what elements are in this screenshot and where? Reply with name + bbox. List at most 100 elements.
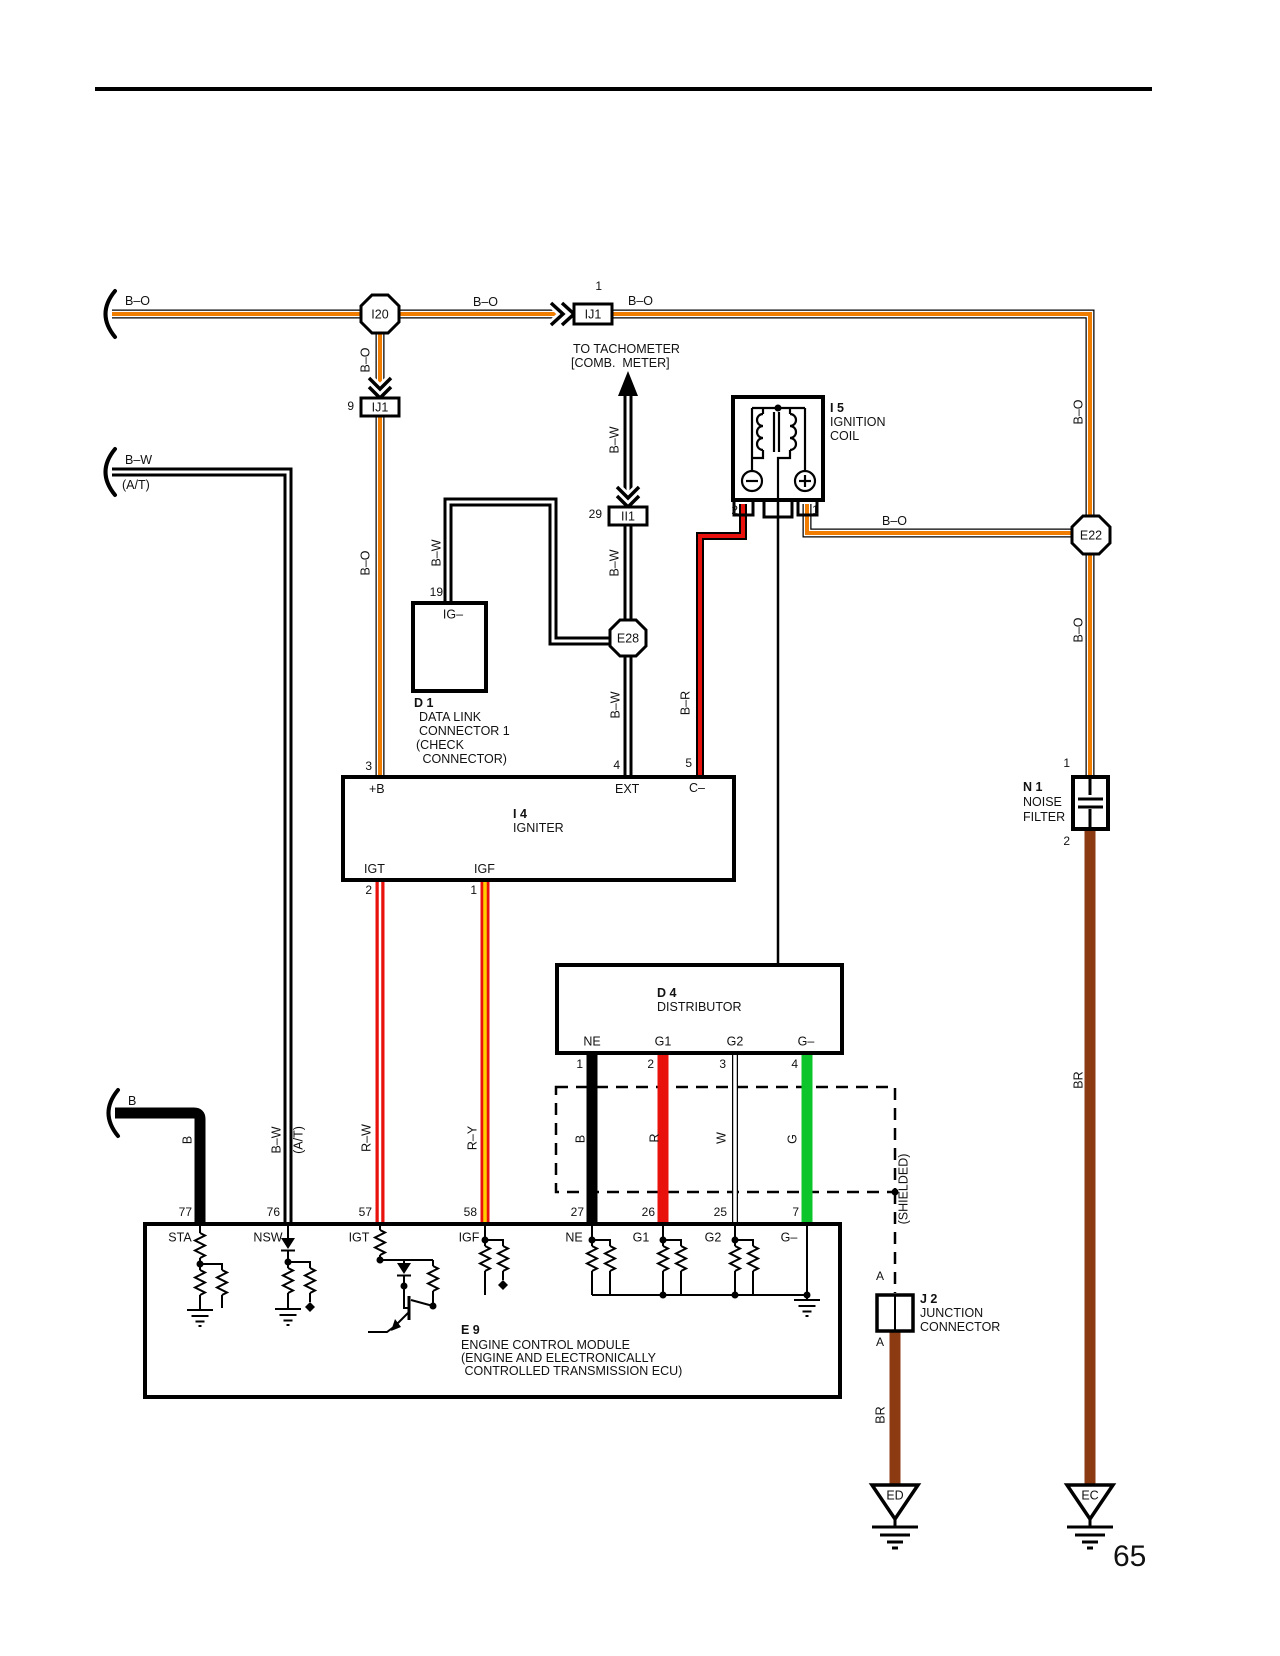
- ecm-terminal-igt: IGT: [348, 1230, 370, 1245]
- ecm-id: E 9: [461, 1323, 480, 1337]
- noise-filter-box: [1071, 775, 1110, 831]
- connector-e22-label: E22: [1079, 528, 1103, 543]
- connector-i20: [359, 293, 401, 335]
- ignition-coil-id: I 5: [830, 401, 844, 415]
- ecm-terminal-nsw: NSW: [253, 1230, 283, 1245]
- connector-i20-label: I20: [371, 307, 389, 322]
- igniter-terminal-ext: EXT: [615, 782, 640, 796]
- ignition-coil-name: COIL: [830, 429, 860, 443]
- harness-break-marks: [103, 289, 120, 1138]
- pin-number: 7: [792, 1205, 799, 1219]
- connector-e28: [608, 618, 648, 658]
- pin-number: 2: [647, 1057, 654, 1071]
- tachometer-note: TO TACHOMETER: [573, 342, 680, 356]
- ground-ec-label: EC: [1081, 1488, 1099, 1503]
- pin-number: 29: [588, 507, 602, 521]
- wire-label-bw: B–W: [608, 691, 623, 719]
- junction-connector-name: JUNCTION: [920, 1306, 984, 1320]
- distributor-name: DISTRIBUTOR: [657, 1000, 742, 1014]
- wire-label-bo: B–O: [358, 550, 373, 576]
- ecm-name: ENGINE CONTROL MODULE: [461, 1338, 631, 1352]
- shielded-note: (SHIELDED): [896, 1153, 911, 1225]
- pin-number: 2: [365, 883, 372, 897]
- wire-b-sta: [115, 1107, 206, 1224]
- wire-label-bo: B–O: [125, 294, 151, 308]
- igniter-name: IGNITER: [513, 821, 564, 835]
- pin-number: 9: [347, 399, 354, 413]
- pin-number: 58: [463, 1205, 477, 1219]
- coil-top-junction-dot: [774, 404, 782, 412]
- dlc1-name: CONNECTOR 1: [419, 724, 510, 738]
- wire-label-bw: B–W: [125, 453, 153, 467]
- ecm-name: (ENGINE AND ELECTRONICALLY: [461, 1351, 656, 1365]
- junction-connector-box: [875, 1293, 915, 1333]
- wire-label-bo: B–O: [1071, 399, 1086, 425]
- ground-ed-label: ED: [886, 1488, 904, 1503]
- wire-label-g: G: [785, 1134, 800, 1144]
- igniter-box: [341, 775, 736, 882]
- pin-number: 27: [570, 1205, 584, 1219]
- tachometer-arrow-icon: [618, 371, 638, 396]
- wire-label-bo: B–O: [882, 514, 908, 528]
- wire-label-b: B: [573, 1134, 588, 1144]
- wire-label-bw: B–W: [607, 549, 622, 577]
- wire-label-rw: R–W: [359, 1124, 374, 1152]
- wire-label-bo: B–O: [1071, 617, 1086, 643]
- wire-label-br-brown: BR: [873, 1406, 888, 1424]
- igniter-terminal-igt: IGT: [364, 862, 385, 876]
- inline-connector-boxes: [359, 302, 649, 527]
- wire-label-bo: B–O: [358, 347, 373, 373]
- connector-ij1-label: IJ1: [371, 400, 389, 415]
- shield-dashed-box: [554, 1085, 897, 1293]
- wire-label-bw: B–W: [269, 1126, 284, 1154]
- pin-number: 57: [358, 1205, 372, 1219]
- pin-number: 25: [713, 1205, 727, 1219]
- dlc1-name: (CHECK: [416, 738, 464, 752]
- dlc1-name: DATA LINK: [419, 710, 482, 724]
- pin-number: 4: [613, 758, 620, 772]
- pin-number: 2: [731, 503, 738, 517]
- noise-filter-name: FILTER: [1023, 810, 1066, 824]
- dlc1-terminal-ig: IG–: [442, 607, 464, 622]
- pin-letter: A: [875, 1269, 884, 1283]
- igniter-id: I 4: [513, 807, 527, 821]
- ecm-terminal-igf: IGF: [458, 1230, 480, 1245]
- pin-number: 1: [1063, 756, 1070, 770]
- wire-label-b: B: [180, 1135, 195, 1145]
- dlc1-name: CONNECTOR): [419, 752, 507, 766]
- wire-label-w: W: [714, 1132, 729, 1144]
- page-number: 65: [1113, 1540, 1147, 1573]
- distributor-box: [555, 963, 844, 1055]
- wire-label-at: (A/T): [291, 1126, 306, 1154]
- octagon-connectors: [359, 293, 1112, 658]
- connector-e28-label: E28: [616, 631, 640, 646]
- distributor-id: D 4: [657, 986, 677, 1000]
- pin-number: 26: [641, 1205, 655, 1219]
- wire-label-bo: B–O: [628, 294, 654, 308]
- pin-letter: A: [875, 1335, 884, 1349]
- connector-ij1-label: IJ1: [584, 307, 602, 322]
- pin-number: 77: [178, 1205, 192, 1219]
- distributor-terminal-g: G–: [797, 1034, 815, 1049]
- connector-e22: [1070, 514, 1112, 556]
- wire-label-br: B–R: [678, 690, 693, 716]
- pin-number: 3: [365, 759, 372, 773]
- ignition-coil-name: IGNITION: [830, 415, 886, 429]
- ecm-terminal-ne: NE: [565, 1230, 583, 1245]
- dlc1-id: D 1: [414, 696, 434, 710]
- ecm-terminal-sta: STA: [168, 1230, 192, 1245]
- igniter-terminal-plus-b: +B: [369, 782, 385, 796]
- pin-number: 76: [266, 1205, 280, 1219]
- ground-symbols: [868, 1483, 1117, 1550]
- ecm-name: CONTROLLED TRANSMISSION ECU): [461, 1364, 683, 1378]
- pin-number: 1: [576, 1057, 583, 1071]
- pin-number: 4: [791, 1057, 798, 1071]
- pin-number: 3: [719, 1057, 726, 1071]
- wire-br-coil: [696, 504, 747, 777]
- wire-direction-arrows: [365, 299, 643, 514]
- wire-label-ry: R–Y: [465, 1125, 480, 1151]
- igniter-terminal-igf: IGF: [474, 862, 495, 876]
- wire-label-b: B: [128, 1094, 137, 1108]
